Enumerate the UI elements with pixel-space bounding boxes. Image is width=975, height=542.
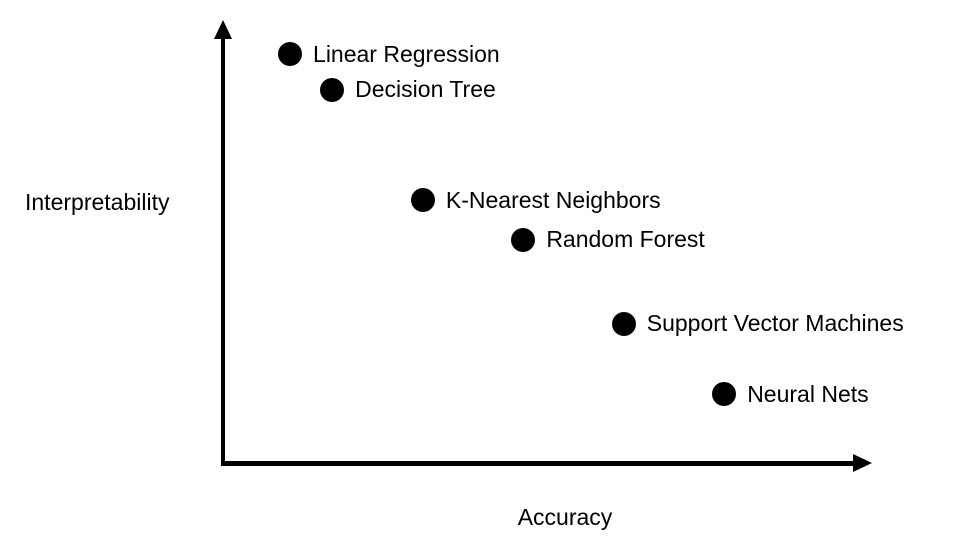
point-dot-icon — [712, 382, 737, 407]
data-point: Decision Tree — [320, 76, 496, 103]
point-label: Linear Regression — [313, 40, 500, 67]
point-label: K-Nearest Neighbors — [445, 186, 661, 213]
data-point: Neural Nets — [712, 380, 869, 408]
y-axis-label: Interpretability — [25, 189, 170, 215]
data-point: Linear Regression — [278, 41, 500, 68]
data-point: K-Nearest Neighbors — [410, 186, 661, 214]
data-point: Support Vector Machines — [611, 310, 904, 337]
point-label: Decision Tree — [355, 76, 496, 103]
data-point: Random Forest — [511, 226, 705, 253]
y-axis-line — [221, 36, 225, 466]
x-axis-line — [221, 461, 857, 466]
point-label: Support Vector Machines — [646, 310, 904, 337]
x-axis-arrowhead-icon — [853, 454, 872, 472]
point-label: Neural Nets — [747, 380, 869, 407]
point-dot-icon — [511, 227, 536, 252]
point-dot-icon — [410, 188, 435, 213]
point-dot-icon — [611, 311, 636, 336]
point-dot-icon — [320, 77, 345, 102]
x-axis-label: Accuracy — [517, 504, 613, 530]
y-axis-arrowhead-icon — [214, 20, 232, 39]
point-dot-icon — [278, 42, 303, 67]
point-label: Random Forest — [546, 226, 705, 253]
